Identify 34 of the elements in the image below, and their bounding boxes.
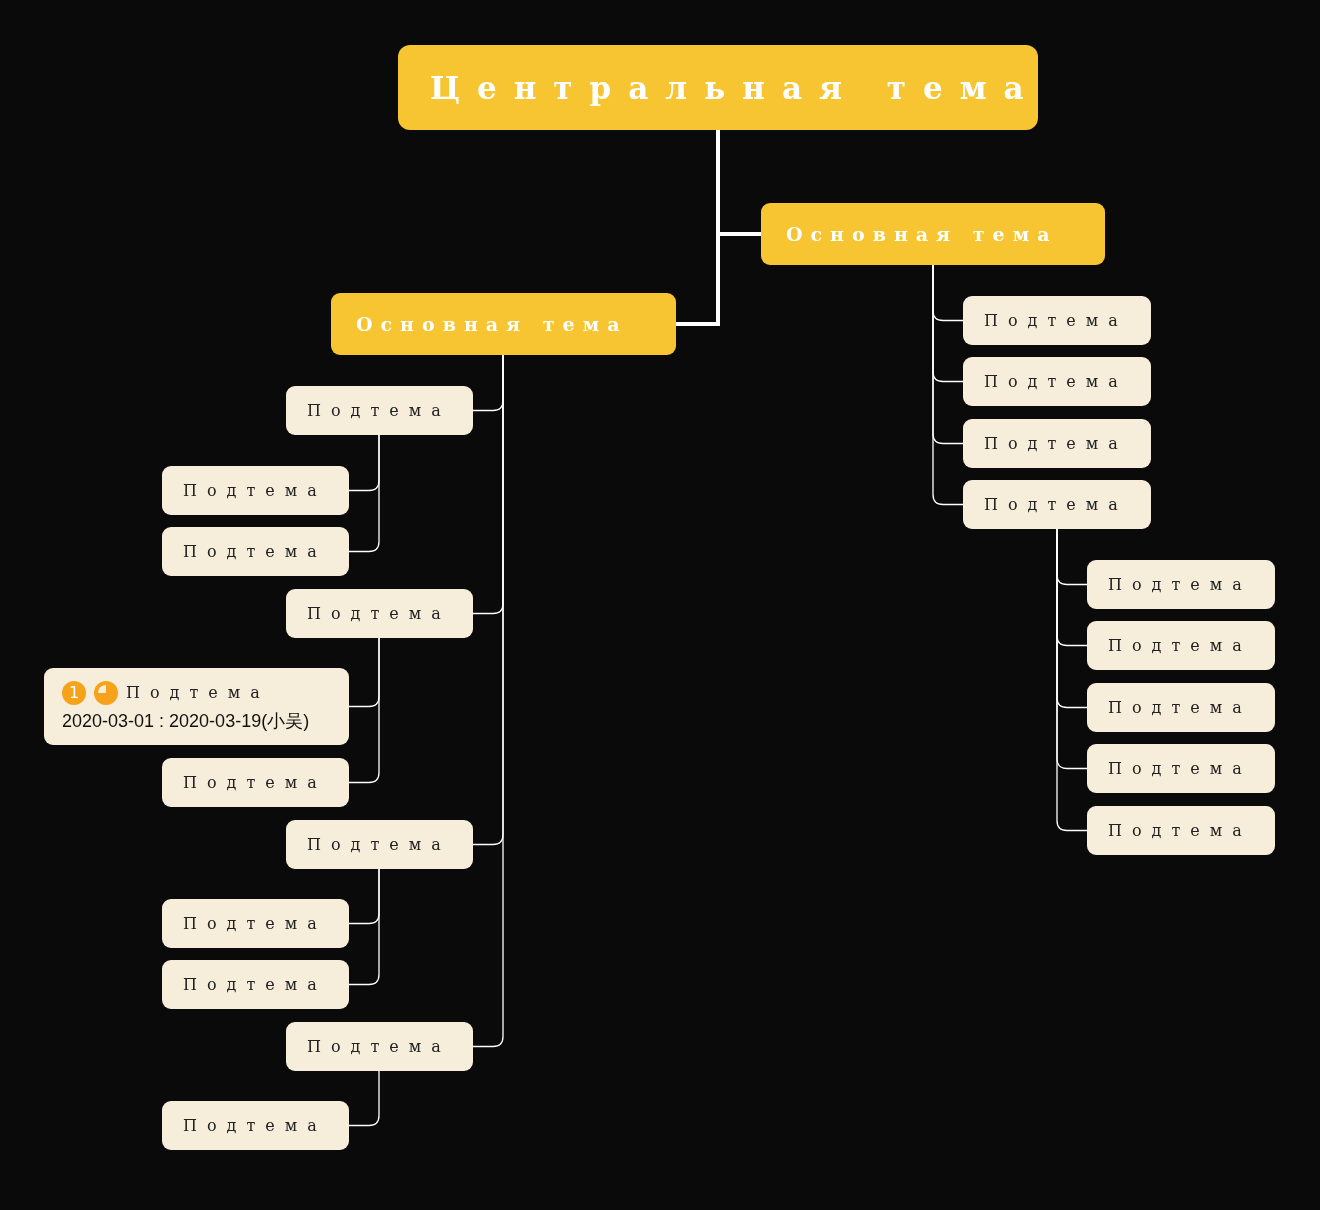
connector-line [932, 264, 964, 506]
subtopic-box: Подтема [162, 1101, 349, 1150]
priority-badge: 1 [62, 680, 86, 705]
subtopic-box: Подтема [1087, 621, 1275, 670]
connector-line [348, 1070, 380, 1127]
connector-line [348, 868, 380, 986]
subtopic-box: Подтема [162, 466, 349, 515]
connector-line [348, 434, 380, 553]
connector-line [472, 354, 504, 1048]
subtopic-box: Подтема [1087, 683, 1275, 732]
connector-line [676, 130, 720, 326]
subtopic-card [44, 668, 349, 745]
subtopic-box: Подтема [963, 419, 1151, 468]
subtopic-box: Подтема [286, 820, 473, 869]
subtopic-box: Подтема [1087, 744, 1275, 793]
connector-line [1056, 528, 1088, 832]
subtopic-box: Подтема [1087, 560, 1275, 609]
topic-label: Подтема [126, 683, 270, 702]
main-topic-box: Основная тема [331, 293, 676, 355]
subtopic-box: Подтема [286, 386, 473, 435]
date-range-text: 2020-03-01 : 2020-03-19(小吴) [62, 709, 310, 733]
subtopic-box: Подтема [162, 899, 349, 948]
subtopic-box: Подтема [1087, 806, 1275, 855]
main-topic-box: Основная тема [761, 203, 1105, 265]
subtopic-box: Подтема [162, 527, 349, 576]
subtopic-box: Подтема [963, 357, 1151, 406]
subtopic-box: Подтема [963, 296, 1151, 345]
subtopic-box: Подтема [286, 1022, 473, 1071]
subtopic-box: Подтема [286, 589, 473, 638]
subtopic-box: Подтема [162, 960, 349, 1009]
connector-line [348, 637, 380, 784]
central-topic-box: Центральная тема [398, 45, 1038, 130]
subtopic-box: Подтема [963, 480, 1151, 529]
subtopic-box: Подтема [162, 758, 349, 807]
